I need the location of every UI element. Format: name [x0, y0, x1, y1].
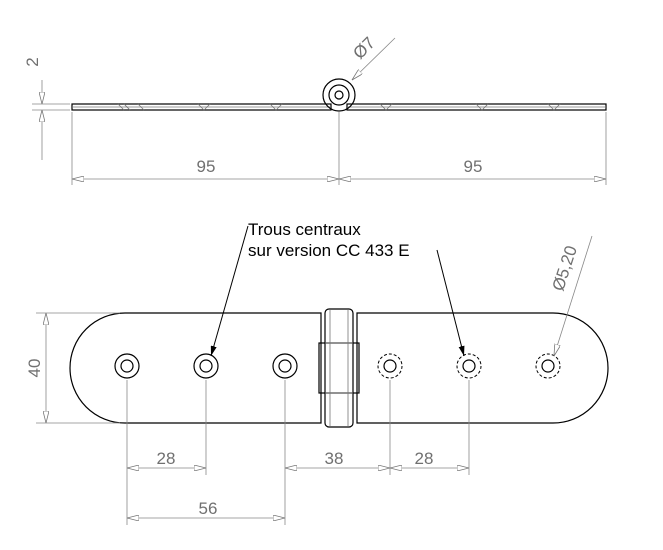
hole-6-dashed: [535, 353, 561, 379]
knuckle-inner: [328, 84, 350, 106]
knuckle-barrel: [318, 308, 360, 428]
note-line-2: sur version CC 433 E: [248, 241, 410, 260]
hole-3: [272, 353, 298, 379]
hinge-plate-outline: [69, 312, 322, 424]
spacing-56: 56: [199, 499, 218, 518]
hole-1: [114, 353, 140, 379]
side-view: 2 Ø7 95 95: [23, 33, 607, 185]
height-dimension: 40: [25, 359, 44, 378]
knuckle-outer: [322, 78, 356, 112]
spacing-28-left: 28: [157, 449, 176, 468]
hole-5-dashed: [456, 353, 482, 379]
pin: [334, 90, 344, 100]
countersink-marks: [117, 103, 561, 111]
left-leaf-width: 95: [197, 157, 216, 176]
right-leaf-width: 95: [464, 157, 483, 176]
spacing-28-right: 28: [415, 449, 434, 468]
hole-2: [193, 353, 219, 379]
note-line-1: Trous centraux: [248, 220, 361, 239]
spacing-38: 38: [325, 449, 344, 468]
thickness-dimension: 2: [23, 57, 42, 66]
hole-4-dashed: [377, 353, 403, 379]
top-view: 40 Trous centraux sur version CC 433 E Ø…: [25, 220, 609, 525]
holes: [114, 353, 561, 379]
